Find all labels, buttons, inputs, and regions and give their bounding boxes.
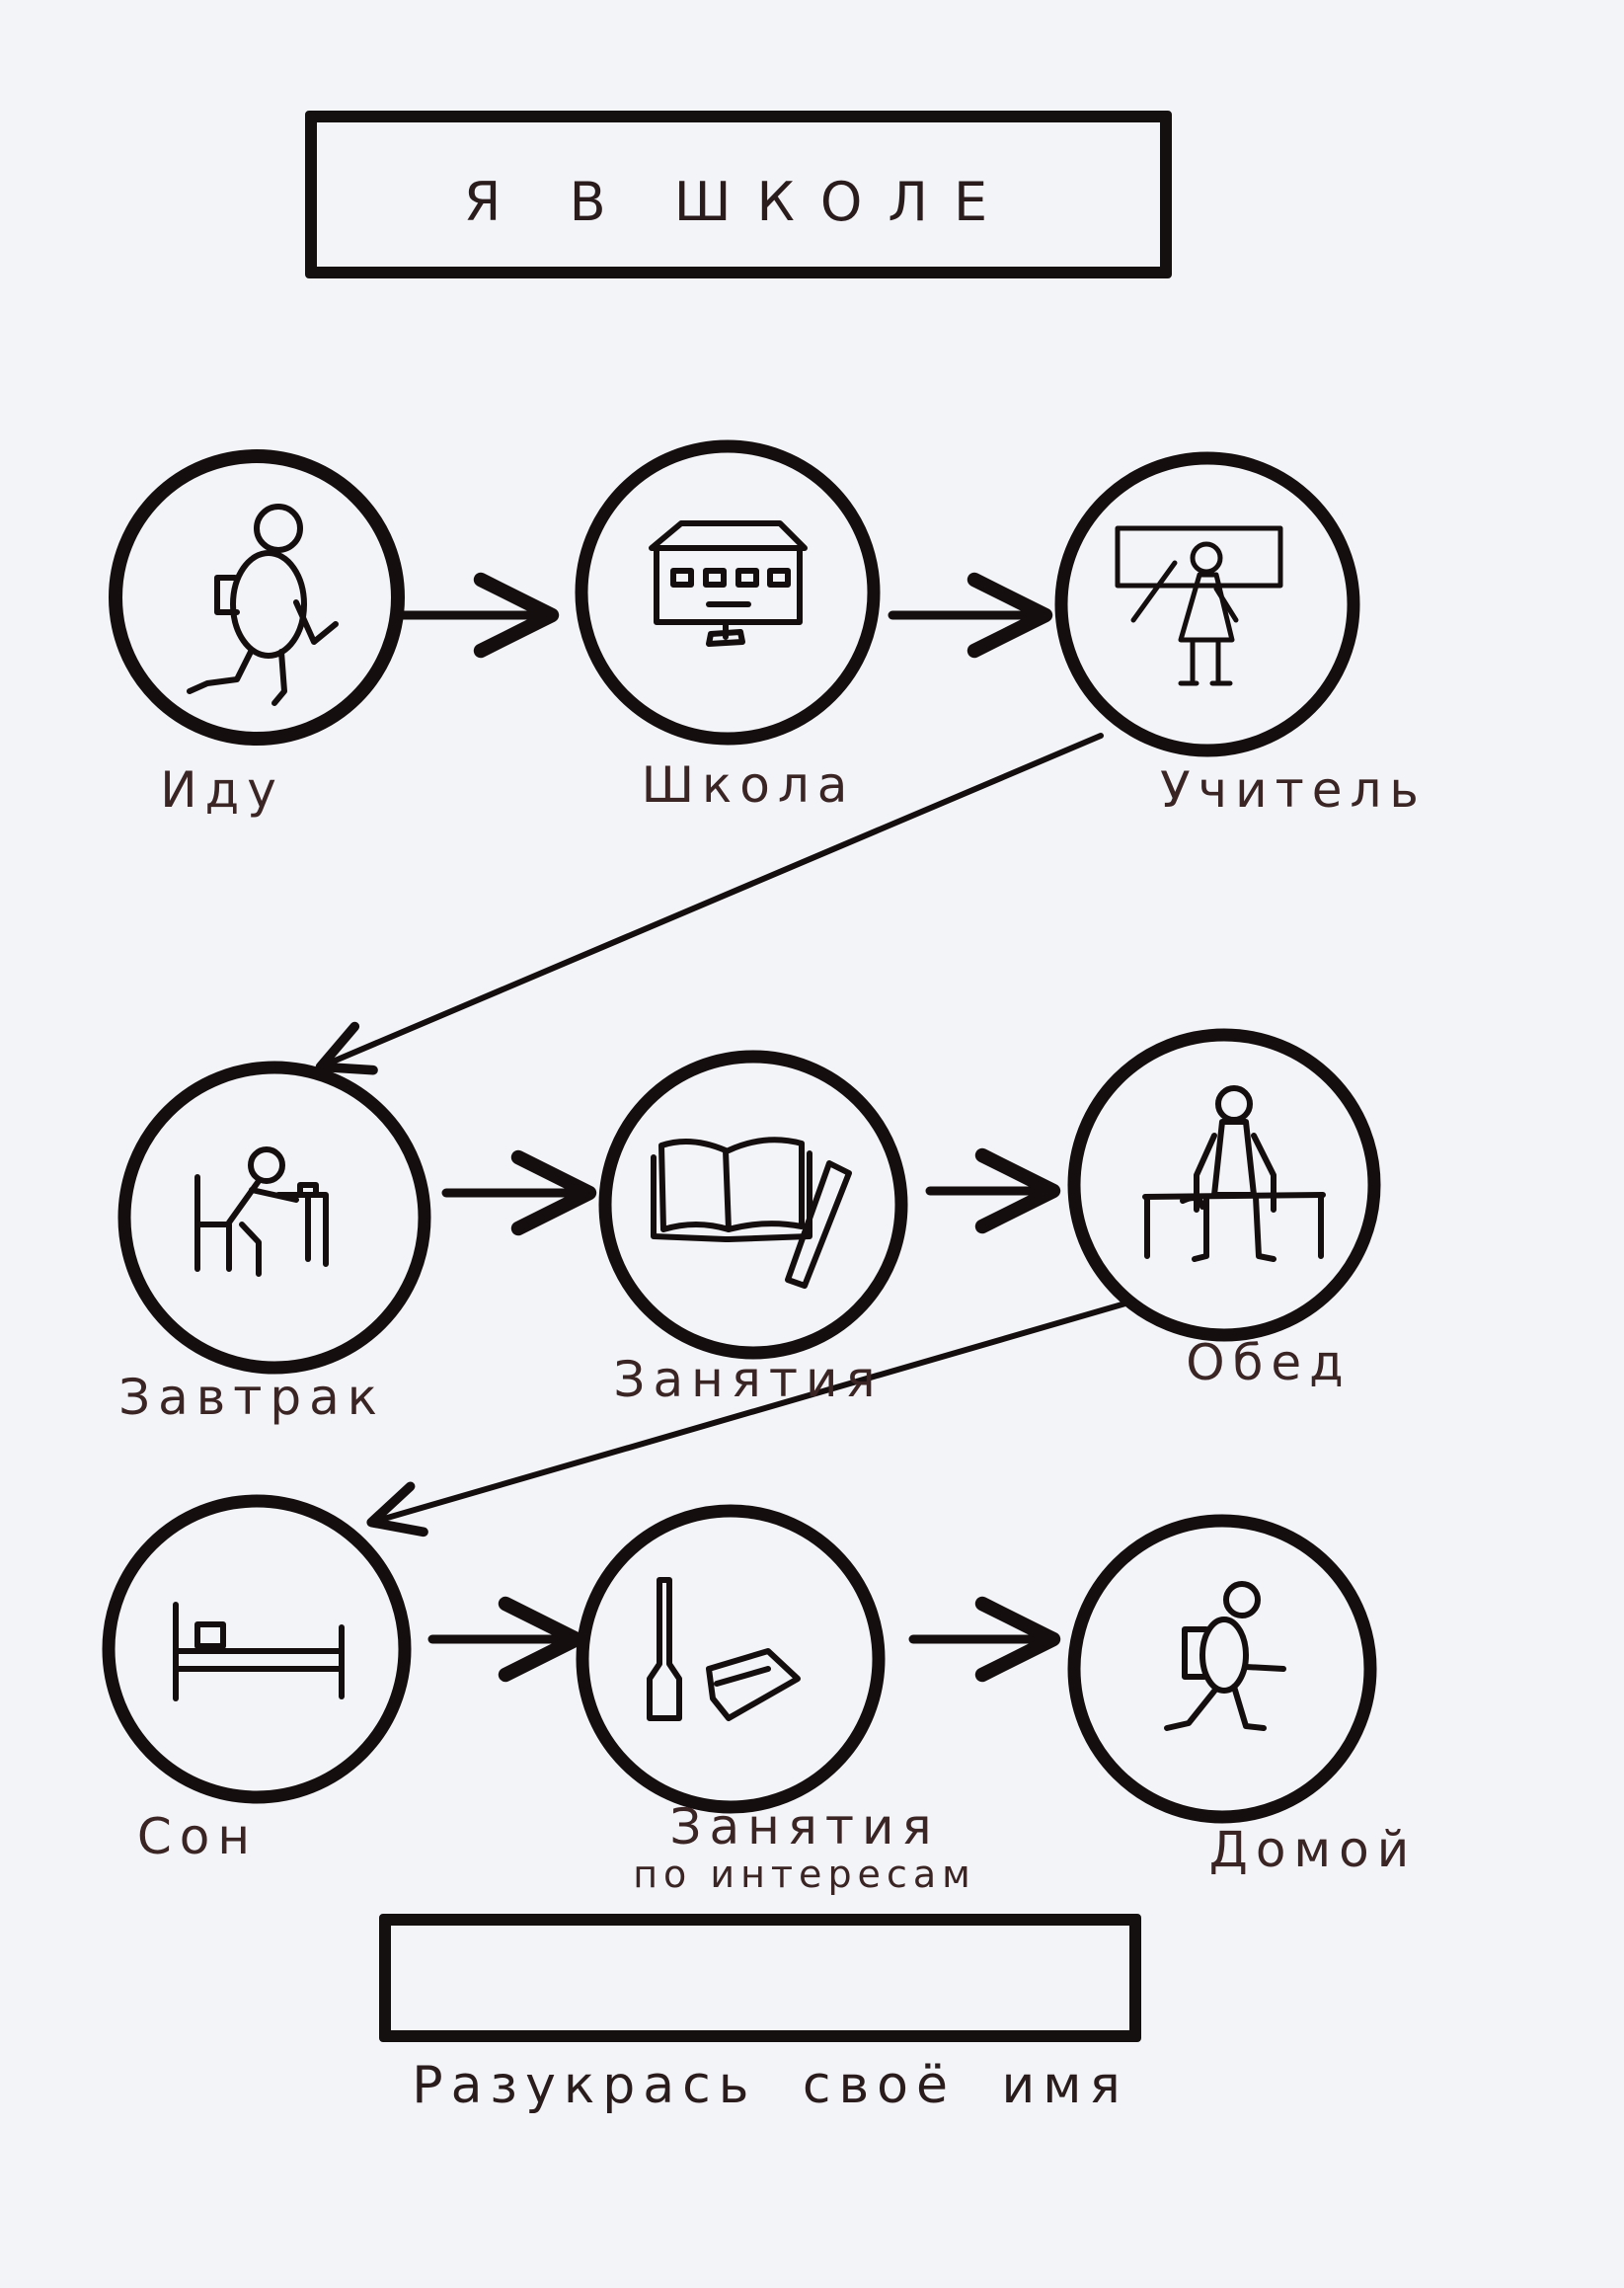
- hobby-toys-icon: [647, 1577, 801, 1721]
- step-circle-1: [109, 449, 405, 746]
- step-circle-3: [1054, 451, 1360, 757]
- bed-icon: [173, 1602, 345, 1701]
- step-label-1: Иду: [160, 765, 284, 815]
- walking-child-icon: [187, 504, 339, 706]
- step-circle-7: [102, 1494, 412, 1804]
- arrow-6-7: [366, 1301, 1128, 1538]
- page-title: Я В ШКОЛЕ: [463, 170, 1014, 233]
- step-label-text: Сон: [136, 1808, 259, 1865]
- step-circle-6: [1067, 1028, 1381, 1342]
- step-circle-9: [1067, 1514, 1377, 1824]
- step-circle-4: [117, 1061, 431, 1375]
- step-label-text: Занятия: [669, 1798, 940, 1855]
- arrow-3-4: [315, 733, 1104, 1075]
- step-label-7: Сон: [137, 1812, 258, 1861]
- step-label-text: Обед: [1186, 1334, 1352, 1391]
- book-pencil-icon: [651, 1137, 852, 1289]
- step-label-text: Завтрак: [118, 1369, 385, 1426]
- step-label-3: Учитель: [1160, 765, 1427, 815]
- footer-instruction: Разукрась своё имя: [412, 2056, 1128, 2115]
- step-label-4: Завтрак: [118, 1373, 385, 1422]
- step-circle-8: [576, 1504, 886, 1814]
- step-label-text: Школа: [641, 756, 856, 814]
- step-circle-2: [575, 439, 881, 746]
- step-label-text: Занятия: [613, 1351, 884, 1408]
- step-label-5: Занятия: [613, 1355, 883, 1404]
- step-label-6: Обед: [1186, 1338, 1352, 1387]
- title-box: Я В ШКОЛЕ: [305, 111, 1172, 278]
- school-building-icon: [649, 520, 808, 647]
- step-sublabel-text: по интересам: [633, 1853, 976, 1896]
- sitting-child-icon: [1142, 1085, 1326, 1262]
- step-label-text: Иду: [160, 761, 284, 819]
- step-label-2: Школа: [642, 760, 856, 810]
- step-label-9: Домой: [1209, 1825, 1417, 1874]
- name-coloring-box[interactable]: [379, 1914, 1141, 2042]
- step-label-8: Занятия по интересам: [633, 1802, 976, 1893]
- eating-at-table-icon: [194, 1146, 329, 1277]
- step-circle-5: [598, 1050, 908, 1360]
- running-home-icon: [1164, 1581, 1286, 1731]
- teacher-icon: [1115, 525, 1283, 686]
- step-label-text: Домой: [1208, 1821, 1418, 1878]
- step-label-text: Учитель: [1160, 761, 1427, 819]
